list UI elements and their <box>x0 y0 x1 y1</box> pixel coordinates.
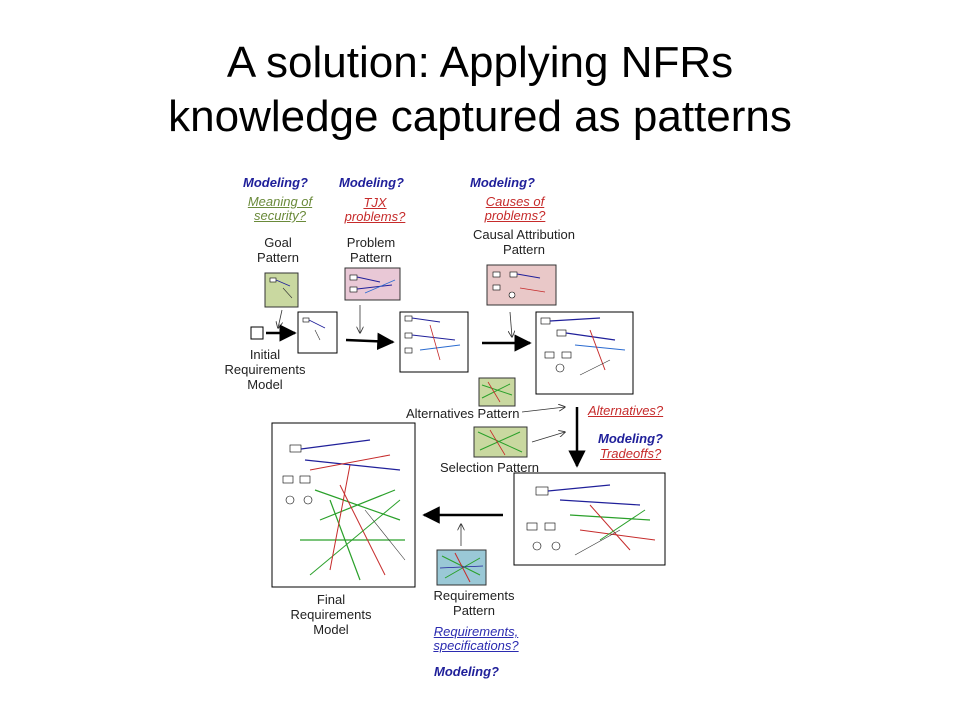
final-model-label-line-1: Final <box>316 592 346 607</box>
selection-pattern-arrow <box>531 432 565 443</box>
slide-title: A solution: Applying NFRs knowledge capt… <box>0 36 960 144</box>
requirements-model-1 <box>297 311 338 354</box>
final-requirements-model <box>271 422 416 588</box>
modeling-question-causal: Modeling? <box>470 175 535 190</box>
causal-pattern-label-line-2: Pattern <box>503 242 545 257</box>
causal-attribution-pattern-label: Causal Attribution Pattern <box>462 227 586 257</box>
tjx-problems-line-2: problems? <box>344 209 406 224</box>
modeling-question-tradeoffs: Modeling? <box>598 431 663 446</box>
alternatives-pattern-thumbnail <box>478 377 516 407</box>
modeling-question-problem: Modeling? <box>339 175 404 190</box>
alternatives-question: Alternatives? <box>588 403 664 418</box>
selection-pattern-label: Selection Pattern <box>440 460 540 475</box>
meaning-of-security-question: Meaning of security? <box>238 195 322 223</box>
tjx-problems-question: TJX problems? <box>330 196 420 224</box>
problem-pattern-label: Problem Pattern <box>330 235 412 265</box>
requirements-model-4 <box>513 472 666 566</box>
causal-pattern-arrow <box>510 311 512 337</box>
final-model-label: Final Requirements Model <box>286 592 376 637</box>
meaning-of-security-line-1: Meaning of <box>247 194 313 209</box>
initial-model-label-line-1: Initial <box>249 347 281 362</box>
requirements-pattern-label-line-1: Requirements <box>433 588 515 603</box>
problem-pattern-label-line-2: Pattern <box>350 250 392 265</box>
meaning-of-security-line-2: security? <box>253 208 307 223</box>
causes-of-problems-line-1: Causes of <box>485 194 545 209</box>
arrow-model-1-to-model-2 <box>345 332 395 351</box>
causes-of-problems-question: Causes of problems? <box>470 195 560 223</box>
modeling-question-requirements: Modeling? <box>434 664 499 679</box>
selection-pattern-thumbnail <box>473 426 528 458</box>
alternatives-pattern-arrow <box>521 407 565 413</box>
final-model-label-line-2: Requirements <box>290 607 372 622</box>
requirements-pattern-label-line-2: Pattern <box>453 603 495 618</box>
modeling-question-goal: Modeling? <box>243 175 308 190</box>
requirements-model-2 <box>399 311 469 373</box>
goal-pattern-arrow <box>278 309 282 328</box>
goal-pattern-label-line-2: Pattern <box>257 250 299 265</box>
causal-pattern-label-line-1: Causal Attribution <box>473 227 575 242</box>
initial-model-icon <box>250 326 264 340</box>
slide-title-line-1: A solution: Applying NFRs <box>226 38 734 87</box>
slide-title-line-2: knowledge captured as patterns <box>168 92 792 141</box>
problem-pattern-thumbnail <box>344 267 401 301</box>
initial-model-label-line-3: Model <box>247 377 283 392</box>
requirements-pattern-thumbnail <box>436 549 487 586</box>
requirements-specifications-line-2: specifications? <box>433 638 519 653</box>
requirements-specifications-line-1: Requirements, <box>433 624 519 639</box>
final-model-label-line-3: Model <box>313 622 349 637</box>
requirements-pattern-label: Requirements Pattern <box>418 588 530 618</box>
problem-pattern-label-line-1: Problem <box>346 235 396 250</box>
goal-pattern-label-line-1: Goal <box>264 235 292 250</box>
tradeoffs-question: Tradeoffs? <box>600 446 662 461</box>
tjx-problems-line-1: TJX <box>363 195 387 210</box>
requirements-specifications-question: Requirements, specifications? <box>418 625 534 653</box>
goal-pattern-label: Goal Pattern <box>238 235 318 265</box>
goal-pattern-thumbnail <box>264 272 299 308</box>
causes-of-problems-line-2: problems? <box>484 208 546 223</box>
requirements-model-3 <box>535 311 634 395</box>
initial-model-label-line-2: Requirements <box>224 362 306 377</box>
causal-attribution-pattern-thumbnail <box>486 264 557 306</box>
alternatives-pattern-label: Alternatives Pattern <box>406 406 520 421</box>
initial-model-label: Initial Requirements Model <box>216 347 314 392</box>
